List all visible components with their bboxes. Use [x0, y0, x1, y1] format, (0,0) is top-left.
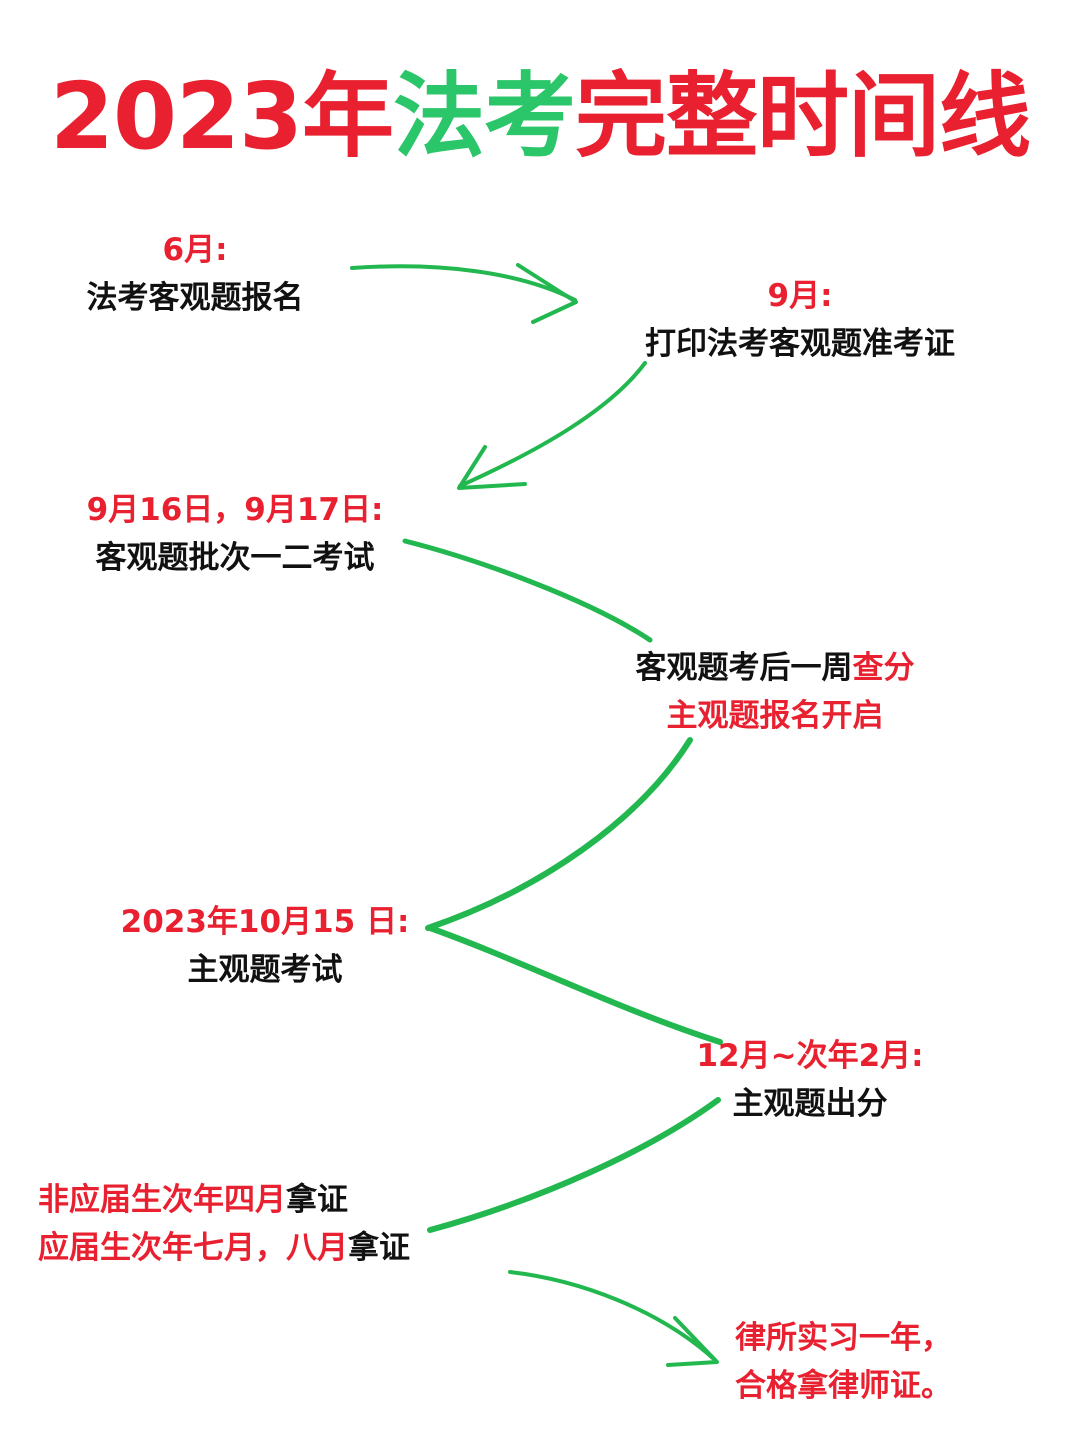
arrow-3 [402, 538, 653, 643]
timeline-node-certificate: 非应届生次年四月拿证 应届生次年七月，八月拿证 [38, 1176, 508, 1272]
node-date: 9月16日，9月17日: [86, 492, 384, 528]
node-highlight: 查分 [852, 650, 915, 686]
arrow-2 [458, 361, 647, 488]
timeline-node-subjective-exam: 2023年10月15 日: 主观题考试 [70, 898, 460, 994]
title-timeline: 完整时间线 [575, 63, 1031, 170]
node-date: 2023年10月15 日: [120, 904, 410, 940]
node-highlight: 非应届生次年四月 [38, 1182, 286, 1218]
node-highlight: 应届生次年七月，八月 [38, 1230, 348, 1266]
node-event-2: 合格拿律师证。 [735, 1368, 952, 1404]
timeline-node-lawyer-license: 律所实习一年， 合格拿律师证。 [735, 1314, 1035, 1410]
node-event: 拿证 [286, 1182, 348, 1218]
node-date: 12月~次年2月: [696, 1038, 924, 1074]
node-event: 打印法考客观题准考证 [645, 326, 955, 362]
title-year: 2023年 [49, 63, 394, 170]
arrow-1 [350, 264, 577, 302]
timeline-node-subjective-score: 12月~次年2月: 主观题出分 [660, 1032, 960, 1128]
arrow-5 [427, 925, 723, 1045]
node-event: 拿证 [348, 1230, 410, 1266]
node-line-1: 客观题考后一周查分 [580, 644, 970, 692]
arrow-7 [508, 1270, 717, 1362]
title-exam: 法考 [393, 63, 576, 170]
page-title: 2023年法考完整时间线 [0, 62, 1080, 172]
node-date: 9月: [767, 278, 833, 314]
timeline-node-score-check: 客观题考后一周查分 主观题报名开启 [580, 644, 970, 740]
node-event: 客观题考后一周 [635, 650, 853, 686]
timeline-node-june: 6月: 法考客观题报名 [40, 226, 350, 322]
node-event: 法考客观题报名 [86, 280, 304, 316]
arrowhead-7 [666, 1316, 719, 1367]
arrowhead-2 [457, 445, 527, 490]
node-event: 主观题考试 [187, 952, 343, 988]
node-event: 主观题出分 [732, 1086, 888, 1122]
node-date: 6月: [162, 232, 228, 268]
node-event-2: 主观题报名开启 [666, 698, 884, 734]
arrow-4 [425, 737, 693, 931]
node-event: 律所实习一年， [735, 1320, 952, 1356]
node-line-1: 非应届生次年四月拿证 [38, 1176, 508, 1224]
timeline-node-objective-exam: 9月16日，9月17日: 客观题批次一二考试 [40, 486, 430, 582]
timeline-node-september: 9月: 打印法考客观题准考证 [575, 272, 1025, 368]
arrowhead-1 [516, 263, 578, 324]
node-line-2: 应届生次年七月，八月拿证 [38, 1224, 508, 1272]
node-event: 客观题批次一二考试 [95, 540, 375, 576]
